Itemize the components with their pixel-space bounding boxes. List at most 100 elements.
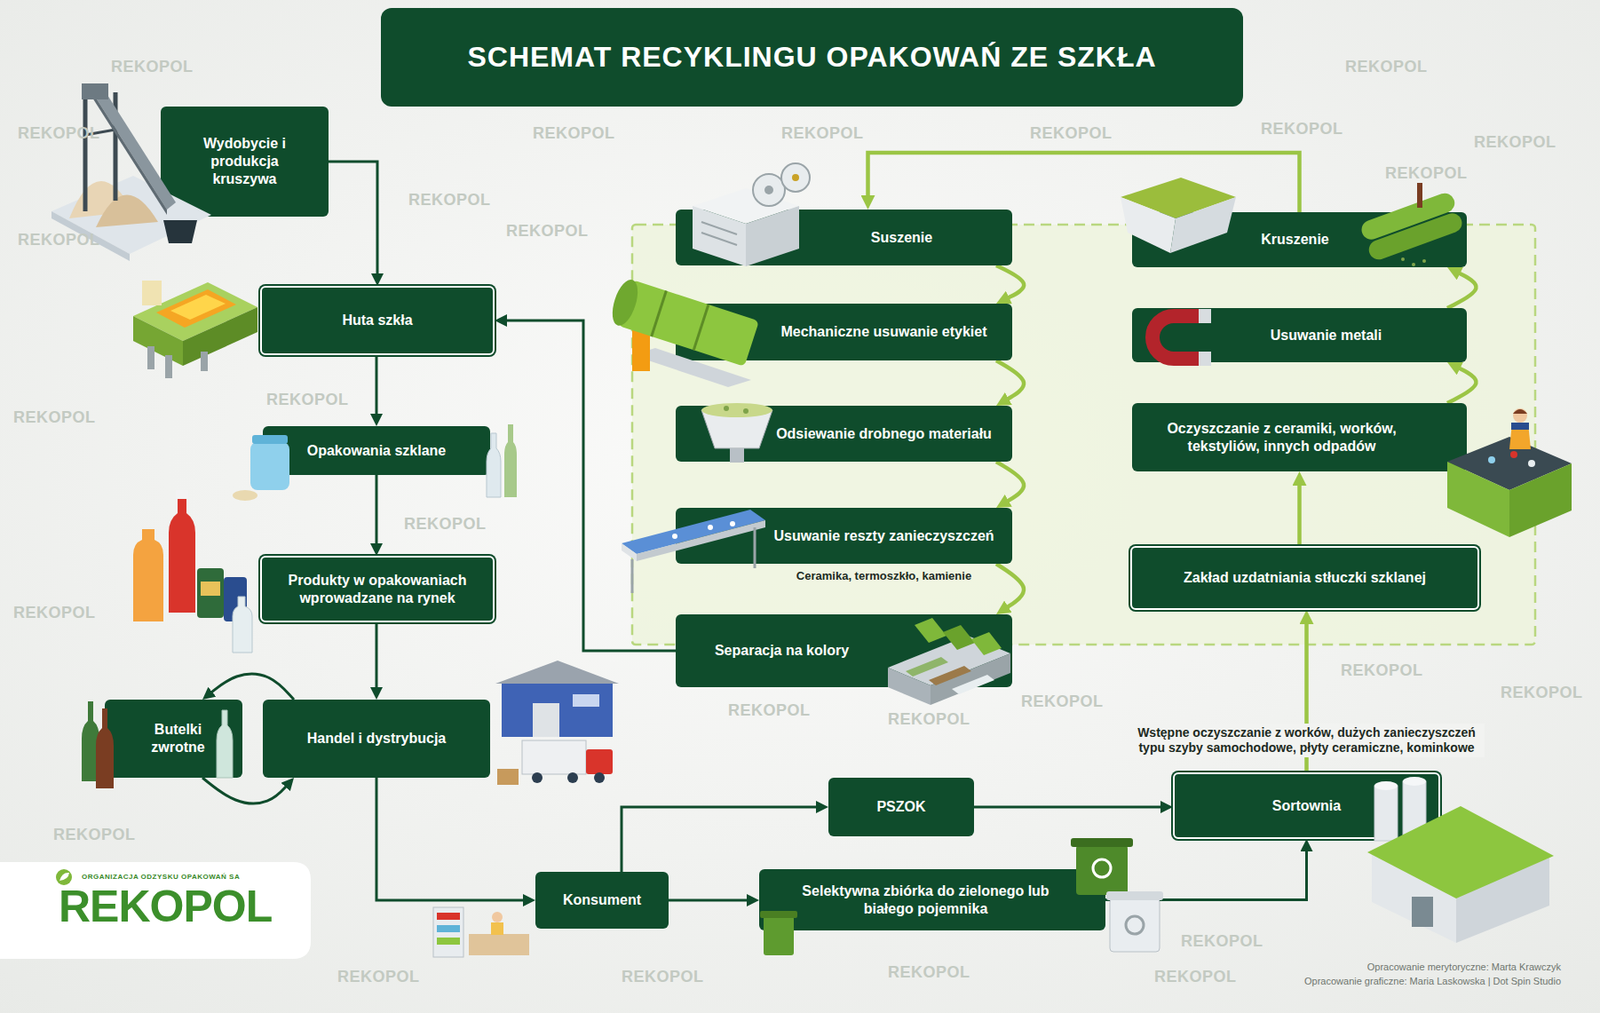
glass-furnace-illustration xyxy=(133,316,183,366)
label-removal-drum-illustration xyxy=(617,279,760,367)
watermark: REKOPOL xyxy=(887,963,971,983)
sorting-plant-illustration xyxy=(1374,785,1398,841)
shop-illustration xyxy=(491,922,504,935)
flow-arrow xyxy=(668,899,751,903)
warehouse-truck-illustration xyxy=(572,694,600,707)
screening-hopper-illustration xyxy=(743,408,749,414)
glass-jars-illustration xyxy=(232,424,517,501)
aggregate-plant-illustration xyxy=(163,220,198,244)
dryer-illustration xyxy=(692,163,810,267)
process-box: Konsument xyxy=(535,871,669,929)
edge-note: Wstępne oczyszczanie z worków, dużych za… xyxy=(1129,723,1485,758)
watermark: REKOPOL xyxy=(17,124,101,143)
sorting-plant-illustration xyxy=(1402,776,1426,786)
flow-arrow xyxy=(375,355,379,418)
warehouse-truck-illustration xyxy=(532,703,560,737)
dryer-illustration xyxy=(764,185,774,195)
box-label: Separacja na kolory xyxy=(693,641,871,660)
products-illustration xyxy=(197,568,224,618)
watermark: REKOPOL xyxy=(887,710,971,729)
aggregate-plant-illustration xyxy=(83,97,88,212)
process-box: Separacja na kolory xyxy=(675,614,1013,688)
glass-furnace-illustration xyxy=(182,307,258,366)
crusher-rollers-illustration xyxy=(1358,190,1465,263)
aggregate-plant-illustration xyxy=(95,194,159,228)
flow-arrow xyxy=(375,622,379,691)
sorting-conveyor-illustration xyxy=(621,509,766,555)
flow-arrow xyxy=(996,461,1024,503)
glass-jars-illustration xyxy=(232,490,258,501)
watermark: REKOPOL xyxy=(781,124,864,143)
credit-note: Opracowanie graficzne: Maria Laskowska |… xyxy=(1304,975,1561,988)
dryer-illustration xyxy=(701,221,737,235)
flow-arrow xyxy=(974,806,1165,809)
flow-arrow xyxy=(376,777,527,901)
products-illustration xyxy=(232,596,253,653)
box-label: Usuwanie reszty zanieczyszczeń xyxy=(773,527,995,546)
flow-arrow xyxy=(868,152,1300,213)
shop-illustration xyxy=(468,934,530,956)
flow-arrow xyxy=(621,807,820,872)
dryer-illustration xyxy=(781,163,810,192)
glass-furnace-illustration xyxy=(142,280,162,306)
watermark: REKOPOL xyxy=(403,514,487,534)
warehouse-truck-illustration xyxy=(567,772,579,784)
worker-sorting-illustration xyxy=(1528,459,1536,468)
crusher-rollers-illustration xyxy=(1411,262,1416,267)
watermark: REKOPOL xyxy=(13,603,96,623)
worker-sorting-illustration xyxy=(1509,463,1572,538)
crushed-glass-bin-illustration xyxy=(1120,177,1236,219)
glass-furnace-illustration xyxy=(147,346,155,370)
flow-arrow xyxy=(1447,366,1476,404)
returnable-bottles-illustration xyxy=(81,701,100,782)
box-label: PSZOK xyxy=(839,798,964,816)
products-illustration xyxy=(133,490,253,653)
glass-furnace-illustration xyxy=(170,294,226,320)
color-sorting-machine-illustration xyxy=(914,617,947,643)
logo-wordmark: REKOPOL xyxy=(58,884,272,929)
color-sorting-machine-illustration xyxy=(971,632,1002,656)
label-removal-drum-illustration xyxy=(607,276,760,366)
box-label: Sortownia xyxy=(1192,797,1421,816)
label-removal-drum-illustration xyxy=(651,291,667,337)
screening-hopper-illustration xyxy=(701,410,773,449)
watermark: REKOPOL xyxy=(728,701,811,721)
worker-sorting-illustration xyxy=(1447,436,1572,491)
color-sorting-machine-illustration xyxy=(928,665,972,686)
returnable-bottles-illustration xyxy=(81,701,233,789)
watermark: REKOPOL xyxy=(337,967,420,987)
worker-sorting-illustration xyxy=(1509,422,1531,450)
recycling-bins-illustration xyxy=(760,838,1164,956)
process-box: Suszenie xyxy=(675,209,1013,266)
watermark: REKOPOL xyxy=(408,190,492,210)
worker-sorting-illustration xyxy=(1510,451,1518,459)
shop-illustration xyxy=(436,925,460,933)
worker-sorting-illustration xyxy=(1512,408,1528,423)
process-box: Produkty w opakowaniach wprowadzane na r… xyxy=(260,555,495,623)
processing-region xyxy=(632,224,1536,645)
dryer-illustration xyxy=(752,174,785,206)
watermark: REKOPOL xyxy=(53,825,136,845)
flow-arrow xyxy=(996,360,1024,401)
process-box: Mechaniczne usuwanie etykiet xyxy=(675,303,1013,361)
glass-jars-illustration xyxy=(252,435,288,444)
sorting-conveyor-illustration xyxy=(672,533,678,539)
credit-note: Opracowanie merytoryczne: Marta Krawczyk xyxy=(1367,961,1561,974)
box-label: Wydobycie i produkcja kruszywa xyxy=(180,134,309,189)
box-label: Butelki zwrotne xyxy=(135,720,221,757)
dryer-illustration xyxy=(701,232,737,246)
screening-hopper-illustration xyxy=(729,448,745,463)
box-label: Handel i dystrybucja xyxy=(276,729,477,748)
box-label: Usuwanie metali xyxy=(1220,326,1432,345)
dryer-illustration xyxy=(692,205,746,267)
returnable-bottles-illustration xyxy=(216,710,233,778)
watermark: REKOPOL xyxy=(1500,683,1584,703)
watermark: REKOPOL xyxy=(532,124,616,143)
products-illustration xyxy=(223,577,247,622)
box-label: Selektywna zbiórka do zielonego lub biał… xyxy=(799,882,1053,919)
flow-arrow xyxy=(1105,847,1307,901)
color-sorting-machine-illustration xyxy=(887,617,1011,705)
process-box: Oczyszczanie z ceramiki, worków, tekstyl… xyxy=(1132,403,1467,472)
sorting-conveyor-illustration xyxy=(753,527,757,569)
